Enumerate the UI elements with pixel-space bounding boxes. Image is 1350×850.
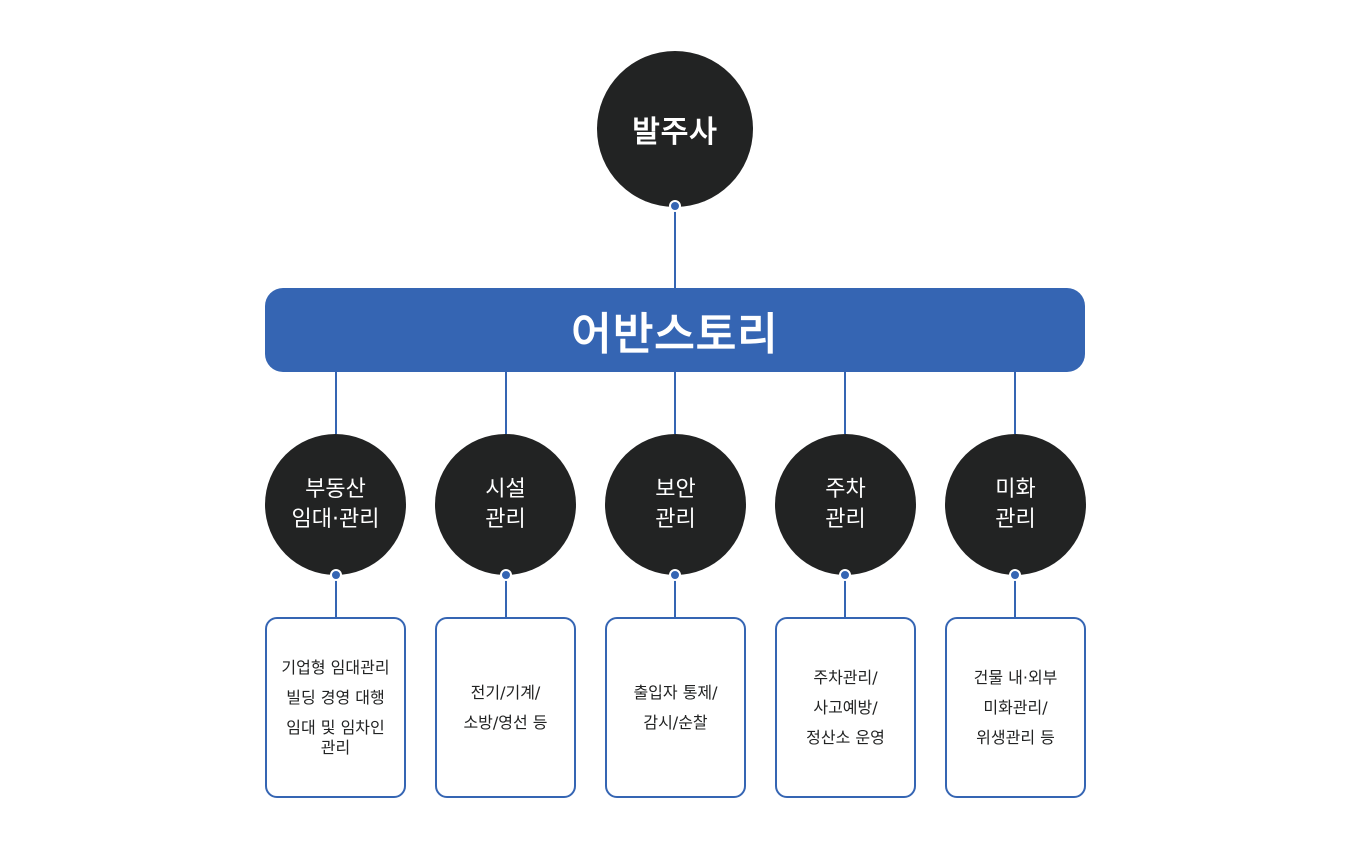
client-node: 발주사 <box>597 51 753 207</box>
category-label-line: 관리 <box>995 506 1036 532</box>
detail-box-security: 출입자 통제/ 감시/순찰 <box>605 617 746 798</box>
category-node-parking: 주차 관리 <box>775 434 916 575</box>
company-bar: 어반스토리 <box>265 288 1085 372</box>
detail-line: 빌딩 경영 대행 <box>286 687 385 707</box>
detail-line: 미화관리/ <box>983 697 1048 717</box>
detail-box-facility: 전기/기계/ 소방/영선 등 <box>435 617 576 798</box>
category-node-real-estate: 부동산 임대·관리 <box>265 434 406 575</box>
detail-box-real-estate: 기업형 임대관리 빌딩 경영 대행 임대 및 임차인 관리 <box>265 617 406 798</box>
category-node-security: 보안 관리 <box>605 434 746 575</box>
category-label-line: 관리 <box>655 506 696 532</box>
detail-line: 감시/순찰 <box>643 712 708 732</box>
category-label-line: 관리 <box>485 506 526 532</box>
category-label-line: 임대·관리 <box>291 506 380 532</box>
category-node-facility: 시설 관리 <box>435 434 576 575</box>
detail-line: 사고예방/ <box>813 697 878 717</box>
company-label: 어반스토리 <box>571 309 779 360</box>
detail-line: 건물 내·외부 <box>973 667 1058 687</box>
category-label-line: 시설 <box>485 476 526 502</box>
detail-line: 전기/기계/ <box>470 682 541 702</box>
category-label-line: 부동산 <box>305 476 366 502</box>
detail-line: 위생관리 등 <box>976 727 1055 747</box>
category-label-line: 관리 <box>825 506 866 532</box>
detail-line: 관리 <box>320 737 351 757</box>
category-label-line: 미화 <box>995 476 1036 502</box>
detail-line: 정산소 운영 <box>806 727 885 747</box>
detail-line: 기업형 임대관리 <box>281 657 390 677</box>
client-label: 발주사 <box>632 115 718 150</box>
category-label-line: 보안 <box>655 476 696 502</box>
detail-line: 소방/영선 등 <box>463 712 548 732</box>
detail-line: 출입자 통제/ <box>633 682 718 702</box>
detail-box-parking: 주차관리/ 사고예방/ 정산소 운영 <box>775 617 916 798</box>
detail-box-cleaning: 건물 내·외부 미화관리/ 위생관리 등 <box>945 617 1086 798</box>
category-label-line: 주차 <box>825 476 866 502</box>
detail-line: 임대 및 임차인 <box>286 717 385 737</box>
detail-line: 주차관리/ <box>813 667 878 687</box>
category-node-cleaning: 미화 관리 <box>945 434 1086 575</box>
